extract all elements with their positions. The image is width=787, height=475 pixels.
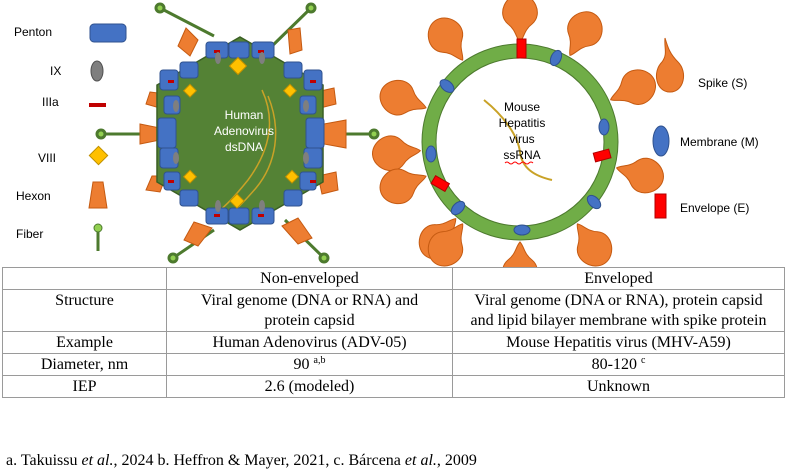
cell-non-enveloped: Human Adenovirus (ADV-05): [166, 331, 453, 354]
legend-membrane-label: Membrane (M): [680, 135, 759, 149]
svg-text:Mouse: Mouse: [504, 100, 540, 114]
svg-text:Human: Human: [225, 108, 264, 122]
table-header-row: Non-enveloped Enveloped: [2, 267, 785, 290]
cell-non-enveloped: 2.6 (modeled): [166, 375, 453, 398]
cell-enveloped: Viral genome (DNA or RNA), protein capsi…: [452, 289, 785, 332]
table-row-example: Example Human Adenovirus (ADV-05) Mouse …: [2, 331, 785, 354]
svg-text:dsDNA: dsDNA: [225, 140, 263, 154]
cell-non-enveloped: 90 a,b: [166, 353, 453, 376]
adenovirus-particle: Human Adenovirus dsDNA: [95, 2, 380, 264]
viii-icon: [88, 145, 109, 166]
adenovirus-legend: Penton IX IIIa VIII Hexon Fiber: [14, 23, 127, 251]
coronavirus-envelope-proteins: [430, 38, 612, 193]
legend-envelope-label: Envelope (E): [680, 201, 749, 215]
legend-penton-label: Penton: [14, 25, 52, 39]
virus-comparison-table: Non-enveloped Enveloped Structure Viral …: [2, 267, 785, 398]
cell-enveloped: Mouse Hepatitis virus (MHV-A59): [452, 331, 785, 354]
svg-text:Adenovirus: Adenovirus: [214, 124, 274, 138]
row-label: IEP: [2, 375, 167, 398]
table-header-enveloped: Enveloped: [452, 267, 785, 290]
iiia-icon: [89, 103, 106, 107]
coronavirus-legend: Spike (S) Membrane (M) Envelope (E): [652, 37, 759, 219]
svg-text:Hepatitis: Hepatitis: [499, 116, 546, 130]
row-label: Example: [2, 331, 167, 354]
adenovirus-name: Human Adenovirus dsDNA: [214, 108, 274, 154]
coronavirus-genome: [483, 99, 553, 181]
penton-icon: [89, 23, 127, 43]
legend-fiber-label: Fiber: [16, 227, 43, 241]
svg-text:virus: virus: [509, 132, 534, 146]
table-header-non-enveloped: Non-enveloped: [166, 267, 453, 290]
svg-text:ssRNA: ssRNA: [503, 148, 540, 162]
cell-enveloped: 80-120 c: [452, 353, 785, 376]
row-label: Diameter, nm: [2, 353, 167, 376]
table-header-blank: [2, 267, 167, 290]
legend-spike-label: Spike (S): [698, 76, 747, 90]
envelope-icon: [654, 193, 667, 219]
adenovirus-pentons: [157, 41, 325, 225]
legend-viii-label: VIII: [38, 151, 56, 165]
legend-iiia-label: IIIa: [42, 95, 59, 109]
fiber-icon: [93, 223, 103, 251]
references-line: a. Takuissu et al., 2024 b. Heffron & Ma…: [6, 452, 477, 469]
coronavirus-spikes: [372, 0, 664, 268]
table-row-iep: IEP 2.6 (modeled) Unknown: [2, 375, 785, 398]
hexon-icon: [88, 181, 108, 209]
coronavirus-particle: Mouse Hepatitis virus ssRNA: [372, 0, 664, 268]
membrane-icon: [652, 125, 670, 157]
row-label: Structure: [2, 289, 167, 332]
coronavirus-membrane-proteins: [425, 49, 610, 236]
legend-ix-label: IX: [50, 64, 61, 78]
table-row-diameter: Diameter, nm 90 a,b 80-120 c: [2, 353, 785, 376]
table-row-structure: Structure Viral genome (DNA or RNA) and …: [2, 289, 785, 332]
cell-non-enveloped: Viral genome (DNA or RNA) and protein ca…: [166, 289, 453, 332]
virus-structure-diagram: Penton IX IIIa VIII Hexon Fiber: [14, 0, 759, 268]
cell-enveloped: Unknown: [452, 375, 785, 398]
legend-hexon-label: Hexon: [16, 189, 51, 203]
ix-icon: [90, 60, 104, 82]
spike-icon: [655, 37, 685, 93]
coronavirus-name: Mouse Hepatitis virus ssRNA: [499, 100, 546, 165]
adenovirus-capsid: [156, 36, 324, 231]
